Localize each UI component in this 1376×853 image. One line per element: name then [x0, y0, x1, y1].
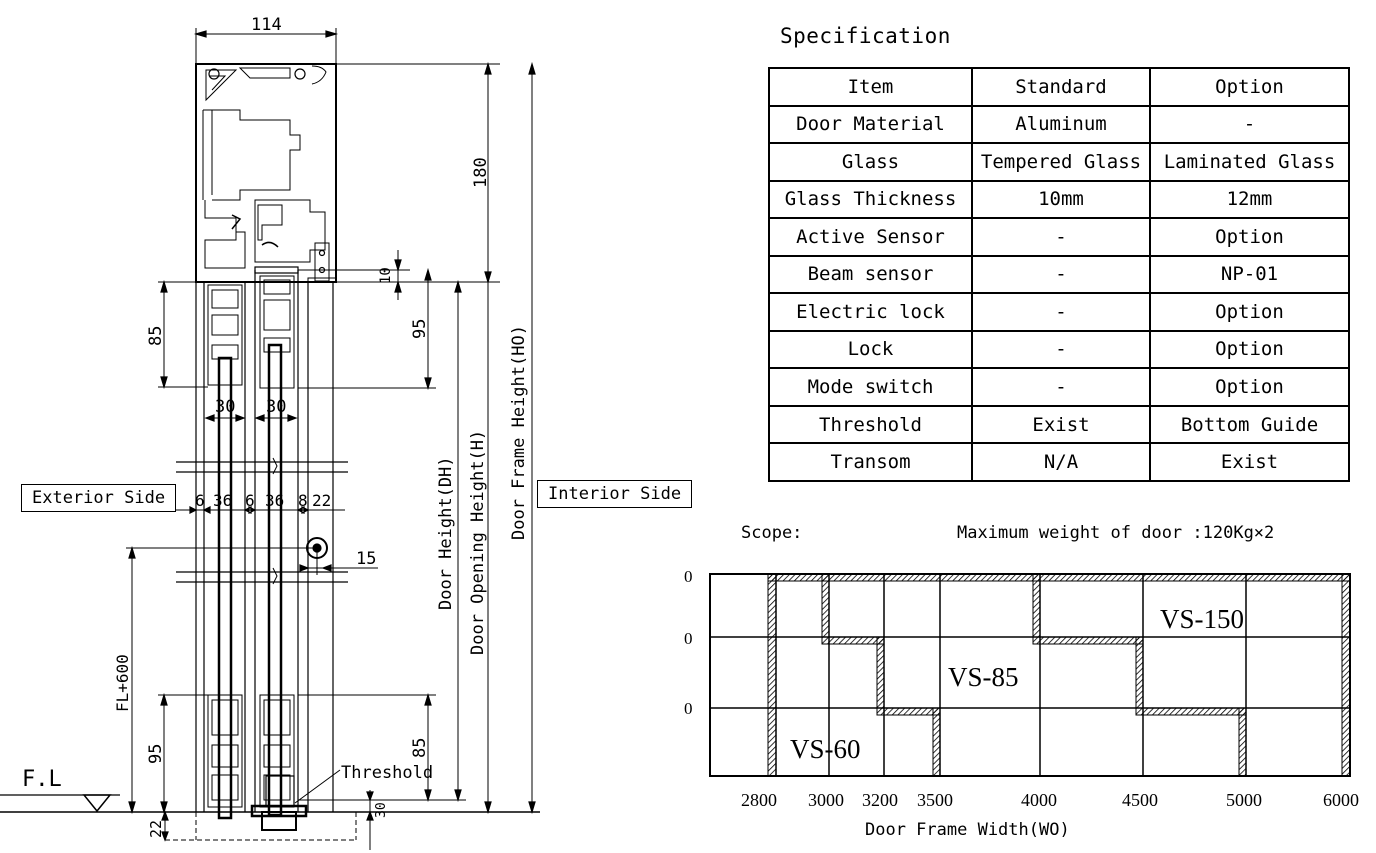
- y-label: 0: [684, 699, 693, 718]
- dim-fl600: FL+600: [113, 654, 132, 712]
- cell: Door Material: [768, 104, 973, 145]
- cell: Option: [1149, 292, 1350, 332]
- door-height-label: Door Height(DH): [436, 456, 456, 610]
- spec-title: Specification: [780, 24, 951, 48]
- x-tick: 3500: [917, 790, 953, 810]
- exterior-side-label: Exterior Side: [21, 484, 177, 512]
- x-tick: 4500: [1122, 790, 1158, 810]
- dim-thk-6: 22: [312, 491, 331, 510]
- cell: Mode switch: [768, 367, 973, 407]
- cell: -: [971, 367, 1151, 407]
- max-weight-label: Maximum weight of door :120Kg×2: [957, 523, 1275, 543]
- door-frame-label: Door Frame Height(HO): [509, 325, 529, 540]
- table-row: Electric lock-Option: [768, 292, 1350, 332]
- dim-15: 15: [356, 549, 376, 569]
- x-tick: 3000: [808, 790, 844, 810]
- region-vs60: VS-60: [790, 734, 861, 764]
- cell: 10mm: [971, 179, 1151, 220]
- cell: Exist: [971, 404, 1151, 445]
- y-label: 0: [684, 629, 693, 648]
- cell: Glass: [768, 142, 973, 182]
- cell: Aluminum: [971, 104, 1151, 145]
- cell: Tempered Glass: [971, 142, 1151, 182]
- dim-header-height: 180: [471, 157, 491, 188]
- dim-top-85: 85: [146, 326, 166, 346]
- x-tick: 2800: [741, 790, 777, 810]
- cell: -: [1149, 104, 1350, 145]
- cell: 12mm: [1149, 179, 1350, 220]
- cell: NP-01: [1149, 254, 1350, 295]
- cell: Exist: [1149, 442, 1350, 482]
- interior-side-label: Interior Side: [537, 480, 693, 508]
- dim-thk-2: 36: [213, 491, 232, 510]
- cell: Threshold: [768, 404, 973, 445]
- table-row: Mode switch-Option: [768, 367, 1350, 407]
- cell: -: [971, 329, 1151, 370]
- table-header-row: Item Standard Option: [768, 67, 1350, 107]
- region-vs85: VS-85: [948, 662, 1019, 692]
- dim-30-bottom: 30: [374, 802, 389, 818]
- dim-30-left: 30: [215, 397, 235, 417]
- x-tick: 3200: [862, 790, 898, 810]
- cell: Option: [1149, 367, 1350, 407]
- dim-bottom-85: 85: [410, 738, 430, 758]
- dim-thk-3: 6: [245, 491, 255, 510]
- table-row: Beam sensor-NP-01: [768, 254, 1350, 295]
- x-tick: 6000: [1323, 790, 1359, 810]
- dim-gap: 10: [378, 267, 394, 284]
- x-tick: 5000: [1226, 790, 1262, 810]
- x-axis-label: Door Frame Width(WO): [865, 820, 1070, 840]
- cell: -: [971, 217, 1151, 257]
- table-row: Active Sensor-Option: [768, 217, 1350, 257]
- cell: N/A: [971, 442, 1151, 482]
- cell: Bottom Guide: [1149, 404, 1350, 445]
- dim-22: 22: [147, 820, 165, 838]
- dim-top-95: 95: [410, 319, 430, 339]
- col-header: Standard: [971, 67, 1151, 107]
- dim-bottom-95: 95: [146, 744, 166, 764]
- cell: -: [971, 254, 1151, 295]
- cell: Transom: [768, 442, 973, 482]
- y-label: 0: [684, 567, 693, 586]
- dim-thk-5: 8: [298, 491, 308, 510]
- cell: Electric lock: [768, 292, 973, 332]
- cell: Option: [1149, 217, 1350, 257]
- cell: Glass Thickness: [768, 179, 973, 220]
- col-header: Item: [768, 67, 973, 107]
- scope-label: Scope:: [741, 523, 803, 543]
- dim-thk-4: 36: [265, 491, 284, 510]
- fl-label: F.L: [22, 767, 62, 792]
- cell: Option: [1149, 329, 1350, 370]
- region-vs150: VS-150: [1160, 604, 1244, 634]
- cell: -: [971, 292, 1151, 332]
- x-tick: 4000: [1021, 790, 1057, 810]
- dim-top-width: 114: [251, 15, 282, 35]
- dim-30-right: 30: [266, 397, 286, 417]
- threshold-label: Threshold: [341, 763, 433, 783]
- cell: Laminated Glass: [1149, 142, 1350, 182]
- col-header: Option: [1149, 67, 1350, 107]
- door-opening-label: Door Opening Height(H): [468, 430, 488, 655]
- cell: Active Sensor: [768, 217, 973, 257]
- cell: Beam sensor: [768, 254, 973, 295]
- cell: Lock: [768, 329, 973, 370]
- dim-thk-1: 6: [195, 491, 205, 510]
- table-row: Lock-Option: [768, 329, 1350, 370]
